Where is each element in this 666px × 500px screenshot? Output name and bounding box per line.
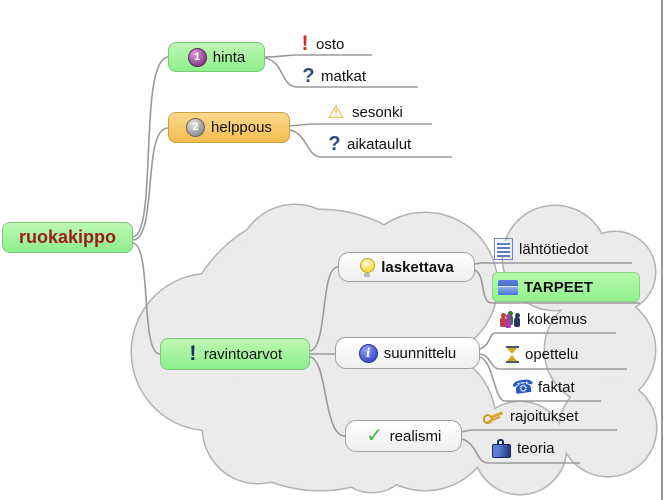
node-label: opettelu: [525, 346, 579, 363]
node-label: matkat: [321, 67, 367, 85]
node-label: sesonki: [352, 103, 403, 121]
check-icon: ✓: [366, 425, 384, 447]
connector-line: [461, 429, 617, 433]
connector-line: [474, 269, 640, 304]
cloud-shape: [238, 205, 352, 319]
people-icon: [500, 311, 521, 328]
info-icon: i: [358, 343, 378, 363]
window-right-border: [661, 0, 663, 500]
connector-line: [309, 266, 339, 352]
node-label: kokemus: [527, 311, 588, 328]
question-icon: ?: [328, 133, 341, 155]
node-ruokakippo[interactable]: ruokakippo: [2, 222, 133, 253]
node-label: ruokakippo: [18, 227, 116, 247]
key-icon: [480, 404, 506, 427]
node-label: hinta: [212, 48, 246, 66]
warning-icon: ⚠: [327, 102, 345, 122]
connector-line: [264, 54, 372, 58]
cloud-shape: [353, 213, 497, 357]
cloud-shape: [560, 380, 656, 476]
node-ravintoarvot[interactable]: ! ravintoarvot: [160, 338, 310, 370]
node-label: helppous: [211, 119, 272, 136]
node-label: realismi: [389, 427, 442, 445]
node-helppous[interactable]: 2 helppous: [168, 112, 290, 143]
node-teoria[interactable]: teoria: [492, 435, 582, 462]
node-matkat[interactable]: ? matkat: [302, 63, 402, 89]
node-tarpeet[interactable]: TARPEET: [492, 272, 640, 302]
node-kokemus[interactable]: kokemus: [500, 306, 616, 333]
node-label: rajoitukset: [510, 407, 579, 425]
connector-line: [474, 261, 632, 265]
connector-line: [479, 332, 616, 350]
node-label: ravintoarvot: [203, 345, 283, 363]
node-faktat[interactable]: ☎faktat: [510, 374, 602, 400]
cloud-shape: [203, 373, 313, 483]
question-icon: ?: [302, 65, 315, 87]
connector-line: [264, 57, 418, 88]
node-osto[interactable]: ! osto: [300, 31, 380, 57]
node-hinta[interactable]: 1 hinta: [168, 42, 265, 72]
node-opettelu[interactable]: opettelu: [506, 341, 626, 368]
briefcase-icon: [492, 439, 511, 458]
connector-line: [132, 242, 161, 355]
node-aikataulut[interactable]: ? aikataulut: [328, 131, 450, 157]
hourglass-icon: [506, 346, 519, 363]
exclamation-dark-icon: !: [189, 342, 197, 365]
node-rajoitukset[interactable]: rajoitukset: [482, 403, 618, 429]
connector-line: [132, 127, 169, 241]
folder-icon: [498, 279, 518, 295]
lightbulb-icon: [359, 257, 376, 277]
list-icon: [494, 238, 513, 260]
node-label: suunnittelu: [383, 344, 457, 362]
node-label: faktat: [538, 378, 575, 396]
cloud-shape: [545, 295, 655, 405]
person-figure: [500, 313, 506, 327]
node-sesonki[interactable]: ⚠ sesonki: [326, 99, 430, 125]
exclamation-red-icon: !: [301, 32, 309, 55]
person-figure: [514, 313, 520, 327]
phone-icon: ☎: [510, 375, 536, 399]
connector-line: [461, 438, 580, 464]
node-label: aikataulut: [347, 135, 412, 153]
node-laskettava[interactable]: laskettava: [338, 252, 475, 282]
connector-line: [479, 356, 601, 402]
node-label: laskettava: [381, 258, 454, 276]
connector-line: [309, 356, 346, 437]
node-realismi[interactable]: ✓ realismi: [345, 420, 462, 452]
person-figure: [505, 314, 511, 328]
node-lahtotiedot[interactable]: lähtötiedot: [494, 236, 634, 262]
connector-line: [479, 353, 627, 370]
node-label: lähtötiedot: [519, 240, 589, 258]
priority-2-icon: 2: [186, 118, 206, 137]
priority-1-icon: 1: [187, 47, 207, 67]
node-label: teoria: [517, 440, 555, 457]
connector-line: [289, 129, 452, 158]
connector-line: [289, 123, 432, 127]
node-label: TARPEET: [524, 278, 593, 296]
node-suunnittelu[interactable]: i suunnittelu: [335, 337, 480, 369]
cloud-shape: [474, 402, 566, 494]
node-label: osto: [316, 35, 345, 53]
connector-line: [132, 56, 169, 238]
